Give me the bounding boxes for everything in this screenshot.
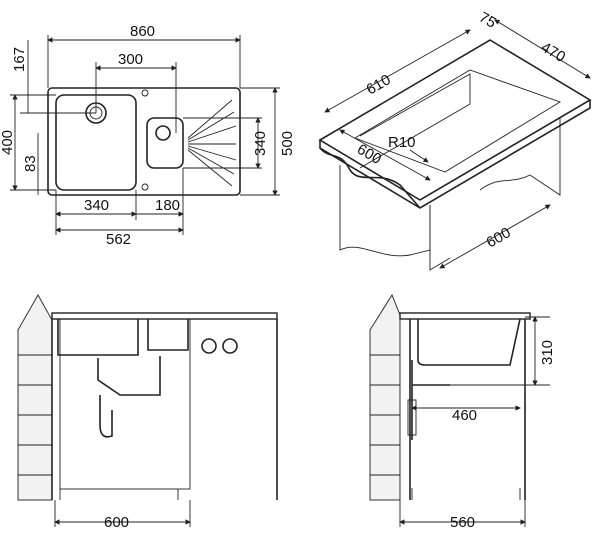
dim-460: 460 [452, 407, 477, 424]
dim-600-front: 600 [104, 514, 129, 531]
dim-340-height: 340 [252, 131, 269, 156]
small-bowl [146, 117, 184, 169]
small-drain-icon [155, 125, 171, 141]
front-view: 600 [17, 293, 278, 531]
dim-400: 400 [0, 130, 16, 155]
dim-180: 180 [155, 197, 180, 214]
sink-outline [47, 87, 241, 196]
dim-300: 300 [118, 51, 143, 68]
dim-340-width: 340 [84, 197, 109, 214]
dim-560: 560 [450, 514, 475, 531]
dim-562: 562 [106, 231, 131, 248]
plan-view: 860 300 167 400 83 340 500 340 180 562 [0, 23, 296, 248]
dim-r10: R10 [388, 134, 416, 151]
dim-83: 83 [22, 155, 39, 172]
dim-310: 310 [539, 340, 556, 365]
tap-hole-icon [141, 89, 149, 97]
drainboard-grooves [187, 99, 237, 187]
dim-860: 860 [130, 23, 155, 40]
side-view: 460 310 560 [369, 293, 556, 531]
dim-167: 167 [11, 47, 28, 72]
dim-500: 500 [279, 131, 296, 156]
dim-75: 75 [476, 9, 499, 32]
iso-view: 75 470 610 R10 600 600 [318, 9, 592, 271]
